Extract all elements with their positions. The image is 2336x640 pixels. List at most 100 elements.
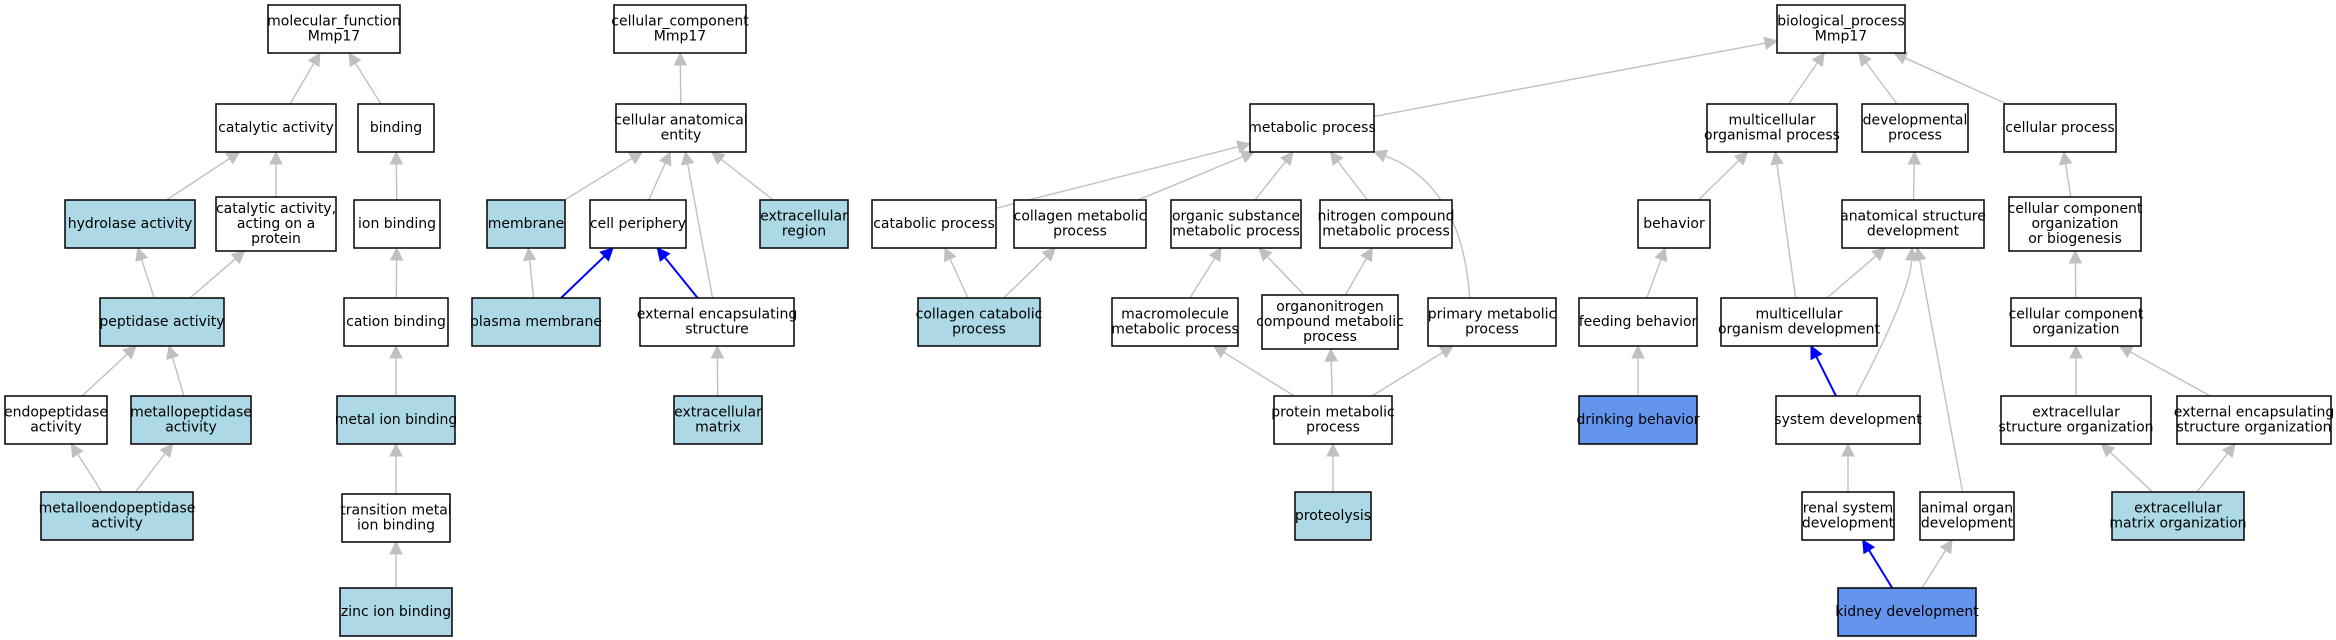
node-box[interactable] (267, 4, 401, 54)
node-box[interactable] (615, 103, 747, 153)
node-box[interactable] (1637, 199, 1711, 249)
node-box[interactable] (471, 297, 601, 347)
node-binding[interactable]: binding (357, 103, 435, 153)
node-kidney-development[interactable]: kidney development (1835, 587, 1979, 637)
node-proteolysis[interactable]: proteolysis (1294, 491, 1372, 541)
node-box[interactable] (1919, 491, 2015, 541)
node-peptidase-activity[interactable]: peptidase activity (99, 297, 225, 347)
node-box[interactable] (1294, 491, 1372, 541)
node-box[interactable] (1775, 395, 1921, 445)
node-drinking-behavior[interactable]: drinking behavior (1576, 395, 1700, 445)
node-cell-periphery[interactable]: cell periphery (589, 199, 687, 249)
node-cation-binding[interactable]: cation binding (343, 297, 449, 347)
node-box[interactable] (336, 395, 456, 445)
node-membrane[interactable]: membrane (486, 199, 566, 249)
node-zinc-ion-binding[interactable]: zinc ion binding (339, 587, 453, 637)
node-box[interactable] (2176, 395, 2332, 445)
node-cellular-process[interactable]: cellular process (2003, 103, 2117, 153)
node-box[interactable] (1111, 297, 1239, 347)
node-box[interactable] (1249, 103, 1375, 153)
node-box[interactable] (1427, 297, 1557, 347)
node-system-development[interactable]: system development (1774, 395, 1922, 445)
node-box[interactable] (341, 493, 451, 543)
node-box[interactable] (589, 199, 687, 249)
node-box[interactable] (343, 297, 449, 347)
node-box[interactable] (130, 395, 252, 445)
node-box[interactable] (1706, 103, 1838, 153)
node-behavior[interactable]: behavior (1637, 199, 1711, 249)
node-box[interactable] (1273, 395, 1393, 445)
node-box[interactable] (1578, 395, 1698, 445)
node-box[interactable] (1261, 294, 1399, 350)
node-box[interactable] (2111, 491, 2245, 541)
node-box[interactable] (1801, 491, 1895, 541)
node-box[interactable] (613, 4, 747, 54)
node-plasma-membrane[interactable]: plasma membrane (470, 297, 602, 347)
node-hydrolase-activity[interactable]: hydrolase activity (64, 199, 196, 249)
node-metabolic-process[interactable]: metabolic process (1248, 103, 1376, 153)
node-box[interactable] (486, 199, 566, 249)
node-box[interactable] (1837, 587, 1977, 637)
node-box[interactable] (759, 199, 849, 249)
node-box[interactable] (99, 297, 225, 347)
node-box[interactable] (1776, 4, 1906, 54)
node-box[interactable] (673, 395, 763, 445)
node-box[interactable] (639, 297, 795, 347)
node-catabolic-process[interactable]: catabolic process (871, 199, 997, 249)
node-box[interactable] (2003, 103, 2117, 153)
node-box[interactable] (871, 199, 997, 249)
node-box[interactable] (215, 103, 337, 153)
node-box[interactable] (1013, 199, 1147, 249)
node-box[interactable] (917, 297, 1041, 347)
node-box[interactable] (64, 199, 196, 249)
node-box[interactable] (339, 587, 453, 637)
node-box[interactable] (1861, 103, 1969, 153)
node-box[interactable] (1720, 297, 1878, 347)
node-box[interactable] (357, 103, 435, 153)
node-box[interactable] (2000, 395, 2152, 445)
node-box[interactable] (2010, 297, 2142, 347)
node-feeding-behavior[interactable]: feeding behavior (1578, 297, 1698, 347)
node-box[interactable] (1841, 199, 1985, 249)
node-box[interactable] (2008, 196, 2142, 252)
node-box[interactable] (353, 199, 441, 249)
node-ion-binding[interactable]: ion binding (353, 199, 441, 249)
node-catalytic-activity[interactable]: catalytic activity (215, 103, 337, 153)
node-box[interactable] (1170, 199, 1302, 249)
node-box[interactable] (4, 395, 108, 445)
node-box[interactable] (215, 196, 337, 252)
node-box[interactable] (1319, 199, 1453, 249)
node-box[interactable] (1578, 297, 1698, 347)
node-box[interactable] (40, 491, 194, 541)
